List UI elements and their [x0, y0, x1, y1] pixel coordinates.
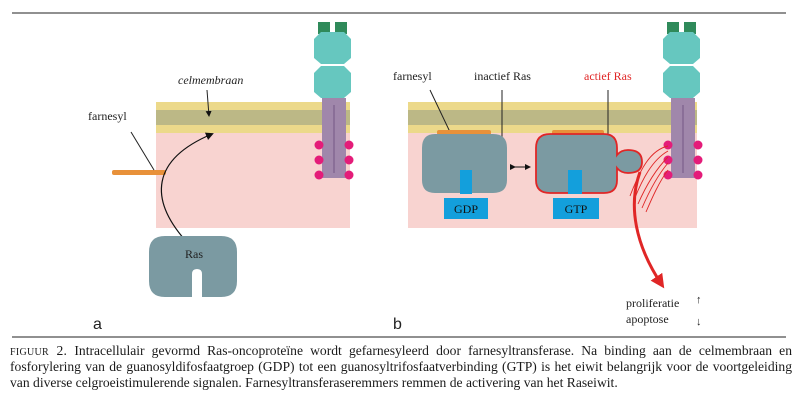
receptor-extracellular-a-2 — [314, 66, 351, 98]
phospho-dot-a-6 — [344, 170, 354, 180]
phospho-dot-b-1 — [663, 140, 673, 150]
membrane-b-core — [408, 110, 697, 125]
ras-protein-free — [149, 236, 237, 297]
figure-caption: figuur 2. Intracellulair gevormd Ras-onc… — [10, 343, 792, 392]
receptor-cap-b-2 — [684, 22, 696, 34]
panel-b: farnesyl inactief Ras actief Ras GDP GTP — [393, 22, 703, 333]
membrane-a-core — [156, 110, 350, 125]
phospho-dot-a-5 — [314, 170, 324, 180]
gdp-stem — [460, 170, 472, 194]
membrane-label-leader — [205, 89, 212, 117]
inactive-ras-label: inactief Ras — [474, 69, 531, 83]
panel-a: farnesyl celmembraan Ras a — [88, 22, 354, 333]
signal-line-4 — [641, 162, 669, 209]
farnesyl-b-leader — [429, 89, 451, 133]
phospho-dot-b-2 — [693, 140, 703, 150]
outcome-apoptosis: apoptose — [626, 312, 669, 326]
signal-line-5 — [645, 169, 669, 213]
receptor-cap-a-2 — [335, 22, 347, 34]
outcome-proliferation: proliferatie — [626, 296, 679, 310]
receptor-a — [314, 22, 354, 180]
receptor-extracellular-a-1 — [314, 32, 351, 64]
phospho-dot-a-4 — [344, 155, 354, 165]
gtp-stem — [568, 170, 582, 194]
receptor-cap-b-1 — [667, 22, 679, 34]
ras-protein-active — [535, 133, 643, 194]
phospho-dot-a-3 — [314, 155, 324, 165]
caption-text: Intracellulair gevormd Ras-oncoproteïne … — [10, 343, 792, 391]
membrane-label: celmembraan — [178, 73, 243, 87]
gtp-label: GTP — [565, 202, 588, 216]
active-ras-label: actief Ras — [584, 69, 632, 83]
farnesyl-a — [112, 170, 166, 175]
phospho-dot-a-2 — [344, 140, 354, 150]
caption-lead: figuur 2. — [10, 343, 68, 358]
ras-protein-inactive — [422, 134, 507, 193]
farnesyl-label-a: farnesyl — [88, 109, 127, 123]
phospho-dot-b-4 — [693, 155, 703, 165]
receptor-b — [663, 22, 703, 180]
receptor-extracellular-b-2 — [663, 66, 700, 98]
receptor-tm-divider-a — [333, 105, 335, 173]
up-arrow: ↑ — [696, 294, 702, 306]
down-arrow: ↓ — [696, 316, 702, 328]
signal-line-3 — [637, 156, 669, 205]
ras-to-membrane-arrow — [160, 132, 214, 241]
farnesyl-label-b: farnesyl — [393, 69, 432, 83]
signal-line-1 — [629, 145, 669, 197]
receptor-cap-a-1 — [318, 22, 330, 34]
phospho-dot-a-1 — [314, 140, 324, 150]
signal-lines — [629, 145, 669, 213]
farnesyl-b-inactive — [437, 130, 491, 135]
gtp-box — [553, 198, 599, 219]
farnesyl-a-leader — [130, 131, 155, 171]
receptor-extracellular-b-1 — [663, 32, 700, 64]
gdp-label: GDP — [454, 202, 478, 216]
ras-label: Ras — [185, 247, 203, 261]
receptor-tm-divider-b — [682, 105, 684, 173]
signal-output-arrow — [632, 171, 665, 289]
gdp-box — [444, 198, 488, 219]
panel-letter-b: b — [393, 316, 402, 333]
phospho-dot-b-6 — [693, 170, 703, 180]
phospho-dot-b-3 — [663, 155, 673, 165]
panel-letter-a: a — [93, 316, 102, 333]
